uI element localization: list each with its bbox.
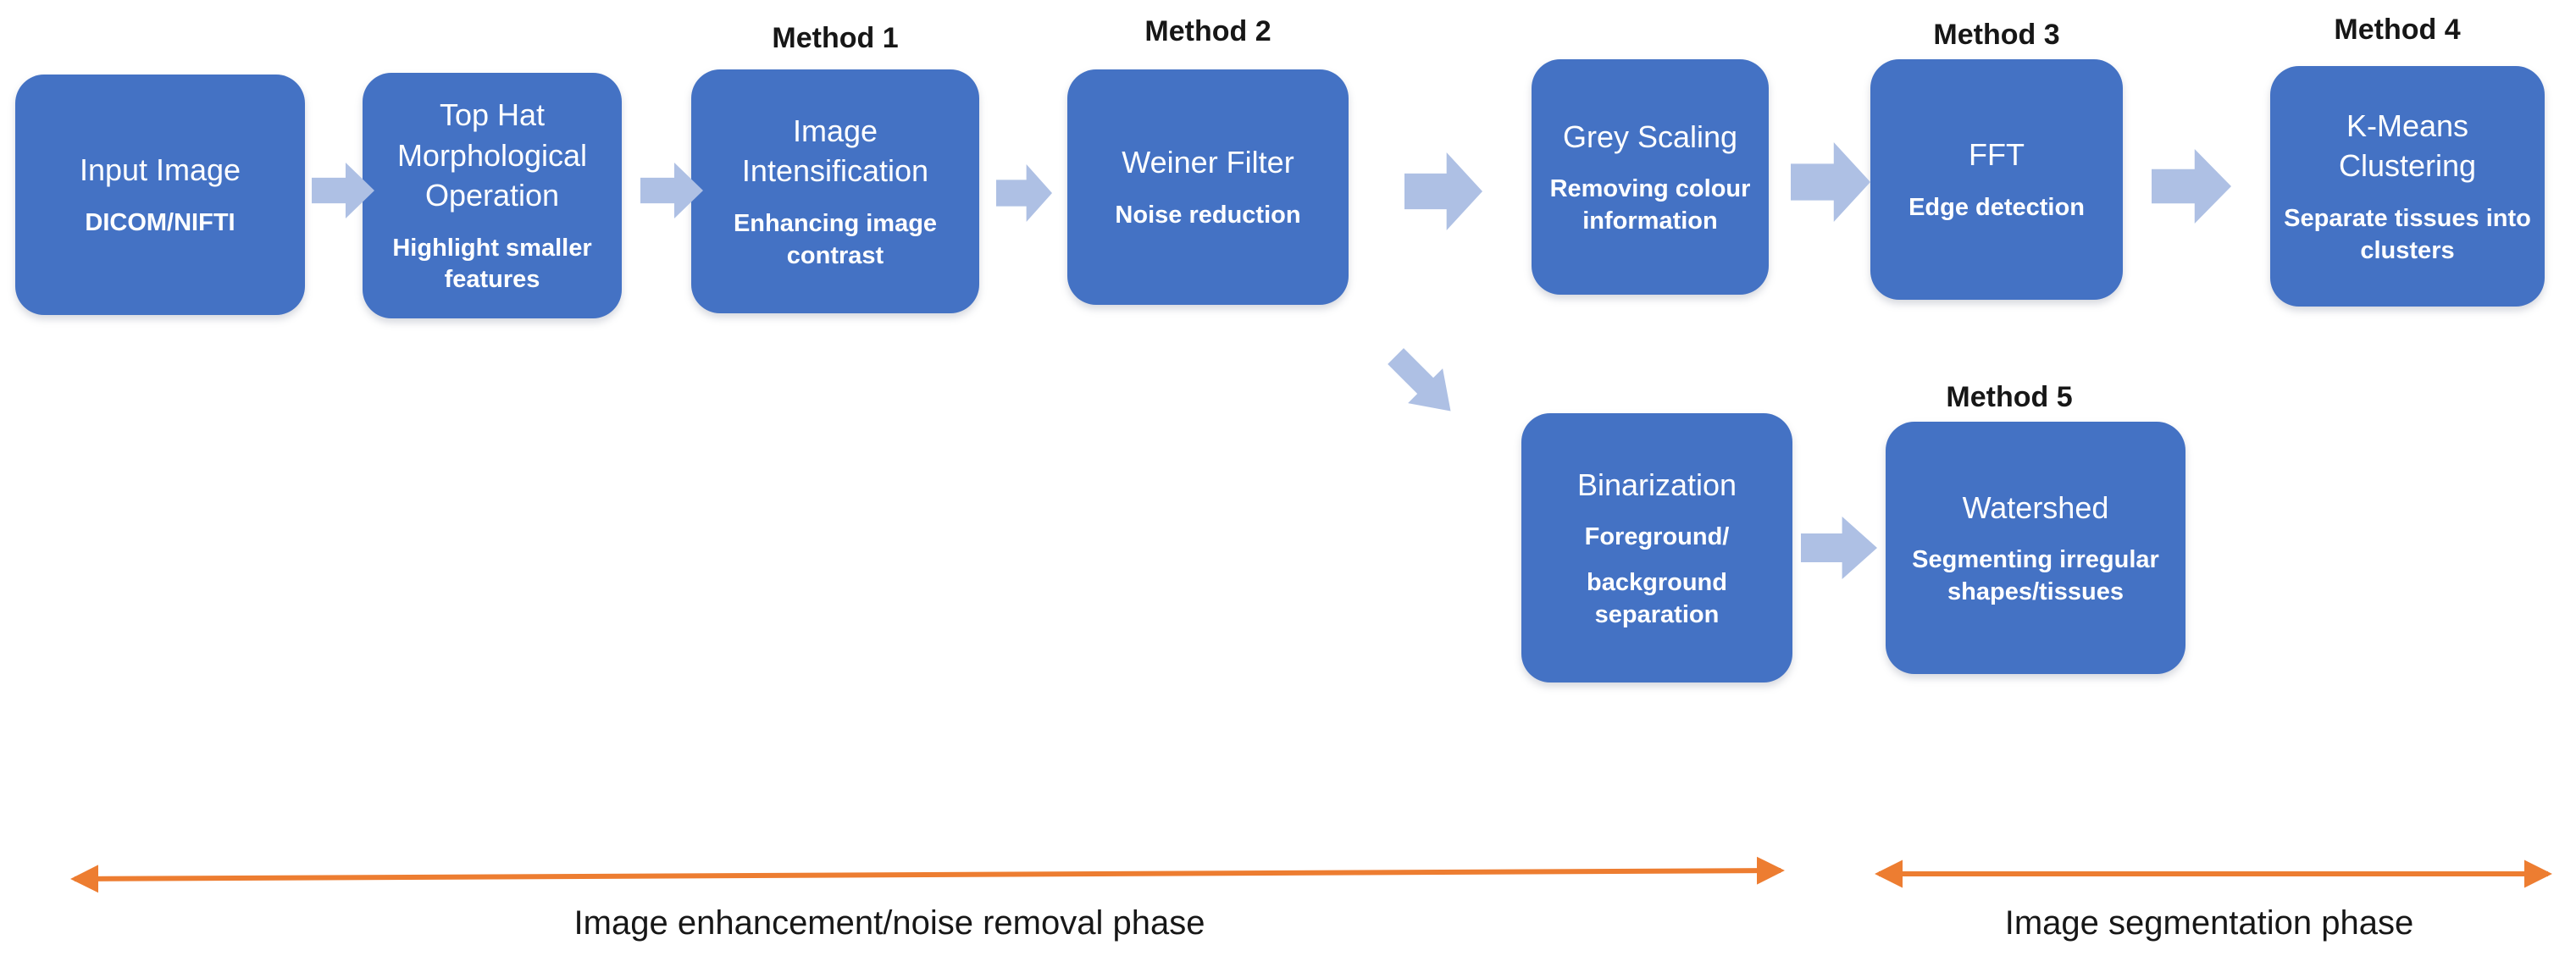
node-watershed: Watershed Segmenting irregular shapes/ti…: [1886, 422, 2185, 674]
method-label-2: Method 2: [1144, 15, 1271, 47]
node-top-hat-morphological: Top Hat Morphological Operation Highligh…: [363, 73, 622, 318]
segmentation-phase-label: Image segmentation phase: [2004, 904, 2414, 942]
method-label-4: Method 4: [2334, 14, 2461, 46]
node-subtitle: Separate tissues into clusters: [2284, 204, 2531, 264]
arrow-right-icon: [2152, 149, 2231, 224]
node-title: Top Hat Morphological Operation: [396, 97, 588, 213]
node-weiner-filter: Weiner Filter Noise reduction: [1067, 69, 1349, 305]
node-subtitle: Removing colour information: [1549, 175, 1751, 235]
node-grey-scaling: Grey Scaling Removing colour information: [1532, 59, 1769, 295]
arrow-right-icon: [1791, 142, 1870, 222]
method-label-1: Method 1: [772, 22, 899, 54]
enhancement-phase-arrow: [70, 856, 1785, 893]
node-subtitle: DICOM/NIFTI: [85, 208, 235, 236]
node-title: Input Image: [79, 152, 241, 188]
node-kmeans-clustering: K-Means Clustering Separate tissues into…: [2270, 66, 2545, 307]
node-subtitle: Noise reduction: [1115, 201, 1301, 229]
node-title: FFT: [1969, 137, 2025, 173]
node-title: Weiner Filter: [1122, 145, 1294, 180]
arrow-right-icon: [1801, 517, 1877, 579]
node-fft: FFT Edge detection: [1870, 59, 2123, 300]
arrow-down-right-icon: [1378, 339, 1468, 428]
node-input-image: Input Image DICOM/NIFTI: [15, 75, 305, 315]
node-title: Grey Scaling: [1562, 119, 1738, 154]
method-label-3: Method 3: [1933, 19, 2060, 51]
node-title: Image Intensification: [741, 113, 929, 189]
node-subtitle: Segmenting irregular shapes/tissues: [1912, 546, 2159, 605]
method-label-5: Method 5: [1946, 381, 2073, 413]
node-title: K-Means Clustering: [2338, 108, 2477, 184]
arrow-right-icon: [1404, 152, 1482, 230]
enhancement-phase-label: Image enhancement/noise removal phase: [573, 904, 1205, 942]
node-subtitle2: background separation: [1587, 568, 1727, 628]
node-subtitle: Foreground/: [1584, 523, 1730, 551]
node-subtitle: Highlight smaller features: [392, 234, 592, 294]
node-subtitle: Enhancing image contrast: [733, 209, 938, 269]
node-image-intensification: Image Intensification Enhancing image co…: [691, 69, 979, 313]
node-subtitle: Edge detection: [1908, 193, 2085, 221]
node-title: Binarization: [1576, 467, 1737, 502]
arrow-right-icon: [996, 164, 1052, 222]
node-title: Watershed: [1962, 489, 2109, 525]
node-binarization: Binarization Foreground/ background sepa…: [1521, 413, 1792, 682]
